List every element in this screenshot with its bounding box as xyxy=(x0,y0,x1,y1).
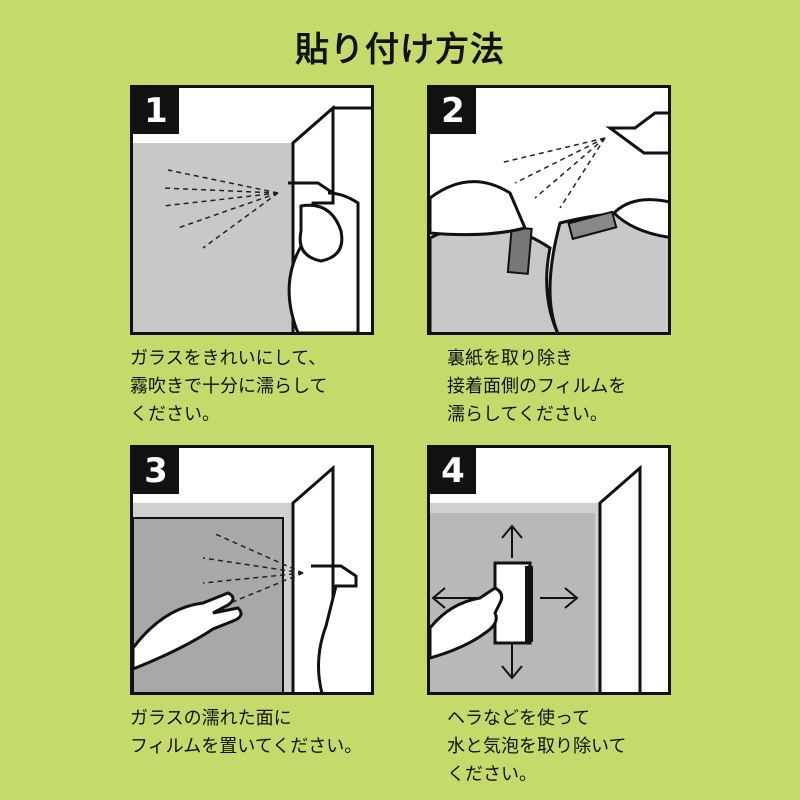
place-film-icon xyxy=(133,464,371,692)
caption-line: ガラスの濡れた面に xyxy=(130,708,292,729)
squeegee-arrows-icon xyxy=(430,464,642,692)
peel-backing-spray-icon xyxy=(430,111,668,332)
caption-line: ガラスをきれいにして、 xyxy=(130,348,327,369)
caption-line: フィルムを置いてください。 xyxy=(130,736,363,757)
spray-bottle-window-icon xyxy=(133,104,371,332)
step-4-caption: ヘラなどを使って 水と気泡を取り除いて ください。 xyxy=(447,705,717,789)
step-3-caption: ガラスの濡れた面に フィルムを置いてください。 xyxy=(130,705,400,761)
page-title: 貼り付け方法 xyxy=(295,30,505,70)
caption-line: 霧吹きで十分に濡らして xyxy=(130,376,328,397)
step-3-badge: 3 xyxy=(133,448,179,494)
caption-line: ください。 xyxy=(447,764,537,785)
caption-line: 接着面側のフィルムを xyxy=(447,376,627,397)
arrows xyxy=(431,524,579,680)
step-2-badge: 2 xyxy=(430,88,476,134)
caption-line: ください。 xyxy=(130,404,220,425)
step-1-badge: 1 xyxy=(133,88,179,134)
caption-line: ヘラなどを使って xyxy=(447,708,591,729)
step-3-illustration: 3 xyxy=(130,445,374,695)
caption-line: 裏紙を取り除き xyxy=(447,348,573,369)
step-4-badge: 4 xyxy=(430,448,476,494)
step-2-illustration: 2 xyxy=(427,85,671,335)
step-1-illustration: 1 xyxy=(130,85,374,335)
caption-line: 濡らしてください。 xyxy=(447,404,608,425)
caption-line: 水と気泡を取り除いて xyxy=(447,736,627,757)
step-1-caption: ガラスをきれいにして、 霧吹きで十分に濡らして ください。 xyxy=(130,345,400,429)
step-4-illustration: 4 xyxy=(427,445,671,695)
step-2-caption: 裏紙を取り除き 接着面側のフィルムを 濡らしてください。 xyxy=(447,345,717,429)
